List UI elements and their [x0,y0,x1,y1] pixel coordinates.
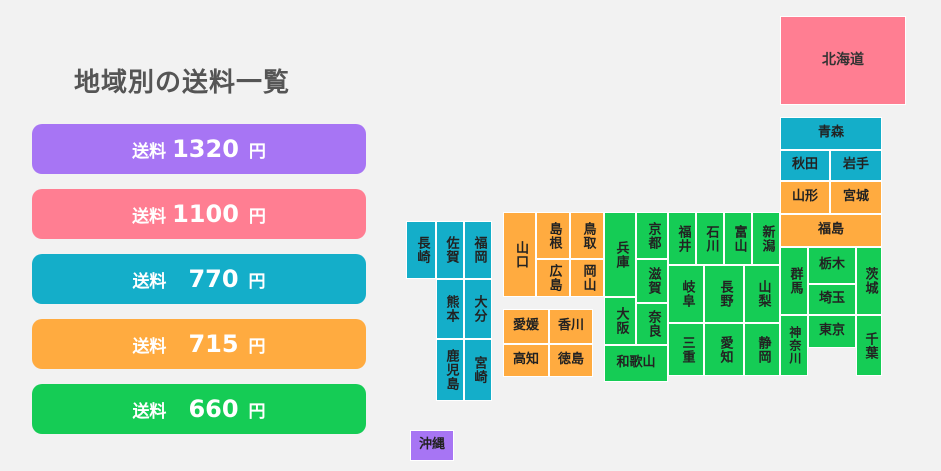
pref-ishikawa[interactable]: 石川 [696,212,724,265]
pref-kumamoto[interactable]: 熊本 [436,279,464,339]
pref-tottori[interactable]: 鳥取 [570,212,604,259]
pref-okinawa[interactable]: 沖縄 [410,430,454,461]
pref-aichi[interactable]: 愛知 [704,323,744,376]
pref-akita[interactable]: 秋田 [780,150,830,181]
page-title: 地域別の送料一覧 [74,68,291,98]
pref-aomori[interactable]: 青森 [780,117,882,150]
rate-unit: 円 [248,271,266,292]
pref-fukushima[interactable]: 福島 [780,214,882,247]
pref-miyazaki[interactable]: 宮崎 [464,339,492,401]
rate-1320: 送料 1320 円 [32,124,366,174]
pref-wakayama[interactable]: 和歌山 [604,345,668,382]
pref-ehime[interactable]: 愛媛 [503,309,549,344]
pref-niigata[interactable]: 新潟 [752,212,780,265]
pref-tokyo[interactable]: 東京 [808,315,856,348]
rate-770: 送料 770 円 [32,254,366,304]
pref-fukui[interactable]: 福井 [668,212,696,265]
rate-label: 送料 [132,271,167,292]
pref-nara[interactable]: 奈良 [636,303,668,345]
pref-hyogo[interactable]: 兵庫 [604,212,636,297]
rate-unit: 円 [248,206,266,227]
pref-nagasaki[interactable]: 長崎 [406,221,436,279]
rate-unit: 円 [248,336,266,357]
pref-kochi[interactable]: 高知 [503,344,549,377]
pref-osaka[interactable]: 大阪 [604,297,636,345]
rate-660: 送料 660 円 [32,384,366,434]
pref-fukuoka[interactable]: 福岡 [464,221,492,279]
pref-ibaraki[interactable]: 茨城 [856,247,882,315]
pref-yamagata[interactable]: 山形 [780,181,830,214]
pref-tokushima[interactable]: 徳島 [549,344,593,377]
rate-unit: 円 [248,401,266,422]
pref-miyagi[interactable]: 宮城 [830,181,882,214]
pref-nagano[interactable]: 長野 [704,265,744,323]
pref-gifu[interactable]: 岐阜 [668,265,704,323]
pref-saitama[interactable]: 埼玉 [808,284,856,315]
pref-yamanashi[interactable]: 山梨 [744,265,780,323]
pref-chiba[interactable]: 千葉 [856,315,882,376]
pref-shimane[interactable]: 島根 [536,212,570,259]
pref-kagawa[interactable]: 香川 [549,309,593,344]
pref-tochigi[interactable]: 栃木 [808,247,856,284]
rate-1100: 送料 1100 円 [32,189,366,239]
rate-label: 送料 [132,141,167,162]
pref-okayama[interactable]: 岡山 [570,259,604,297]
pref-hokkaido[interactable]: 北海道 [780,16,906,105]
pref-kanagawa[interactable]: 神奈川 [780,315,808,376]
rate-amount: 770 [188,265,239,293]
pref-hiroshima[interactable]: 広島 [536,259,570,297]
pref-kyoto[interactable]: 京都 [636,212,668,259]
pref-gunma[interactable]: 群馬 [780,247,808,315]
pref-kagoshima[interactable]: 鹿児島 [436,339,464,401]
pref-toyama[interactable]: 富山 [724,212,752,265]
rate-unit: 円 [248,141,266,162]
pref-oita[interactable]: 大分 [464,279,492,339]
rate-amount: 715 [188,330,239,358]
rate-amount: 1320 [172,135,239,163]
rate-label: 送料 [132,206,167,227]
pref-iwate[interactable]: 岩手 [830,150,882,181]
rate-label: 送料 [132,336,167,357]
rate-715: 送料 715 円 [32,319,366,369]
pref-mie[interactable]: 三重 [668,323,704,376]
rate-label: 送料 [132,401,167,422]
pref-yamaguchi[interactable]: 山口 [503,212,536,297]
pref-saga[interactable]: 佐賀 [436,221,464,279]
rate-amount: 660 [188,395,239,423]
pref-shizuoka[interactable]: 静岡 [744,323,780,376]
pref-shiga[interactable]: 滋賀 [636,259,668,303]
rate-amount: 1100 [172,200,239,228]
